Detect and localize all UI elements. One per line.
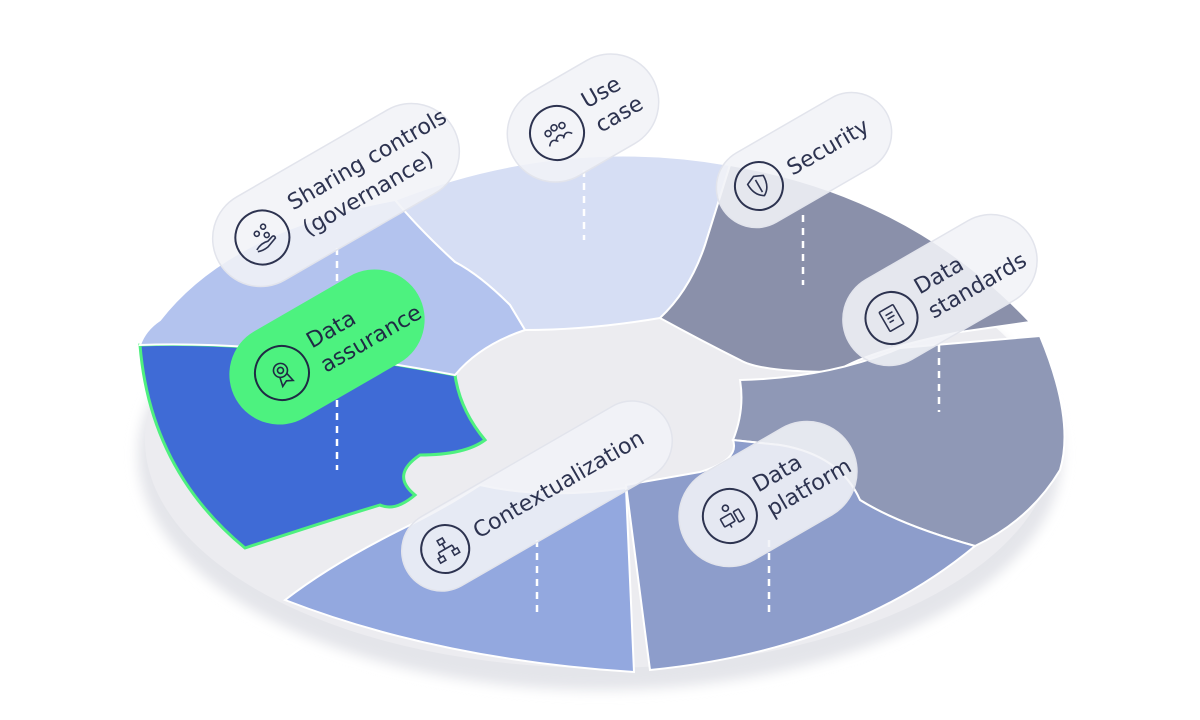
certificate-document-icon (878, 304, 905, 332)
icon-ring (234, 209, 291, 266)
computer-gear-icon (719, 504, 745, 528)
hierarchy-icon (436, 536, 461, 565)
label-security[interactable]: Security (702, 78, 907, 242)
icon-ring (701, 488, 758, 544)
label-data-platform[interactable]: Data platform (661, 403, 876, 585)
icon-ring (529, 105, 586, 161)
icon-ring (253, 345, 310, 401)
label-use-case[interactable]: Use case (490, 36, 677, 199)
icon-ring (420, 524, 471, 574)
award-ribbon-icon (272, 362, 295, 389)
hand-share-icon (253, 223, 277, 253)
shield-icon (746, 174, 768, 197)
icon-ring (733, 161, 784, 211)
label-data-standards[interactable]: Data standards (826, 198, 1054, 383)
icon-ring (864, 291, 919, 345)
people-group-icon (544, 121, 573, 147)
